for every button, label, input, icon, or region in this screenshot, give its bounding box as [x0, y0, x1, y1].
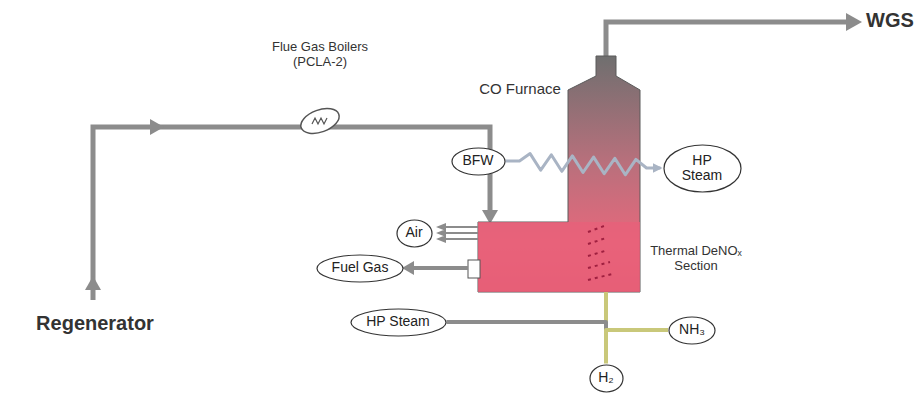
- air-lines: [442, 227, 478, 239]
- boiler-coil: [312, 118, 327, 124]
- section-label: Thermal DeNOₓ Section: [648, 244, 744, 274]
- burner: [468, 260, 480, 278]
- flow-arrow: [846, 13, 862, 31]
- stream-connector: [506, 154, 661, 175]
- stream-name: H₂: [598, 370, 614, 385]
- flow-arrow: [85, 276, 101, 290]
- stream-ellipse: HP Steam: [350, 308, 447, 337]
- flue-gas-line: [93, 127, 490, 300]
- equipment-label: Flue Gas Boilers (PCLA-2): [262, 40, 378, 70]
- stream-connector: [606, 330, 668, 364]
- stream-ellipse: HP Steam: [663, 144, 742, 193]
- flow-arrow: [436, 223, 446, 243]
- equipment-label: CO Furnace: [470, 80, 570, 97]
- outlet-line: [606, 22, 848, 56]
- stream-name: Air: [405, 225, 422, 240]
- stream-name: HP Steam: [677, 153, 727, 184]
- stream-ellipse: Air: [396, 219, 433, 248]
- stream-label: WGS: [866, 9, 914, 32]
- fuel-gas-line: [410, 266, 468, 270]
- stream-name: BFW: [462, 153, 493, 168]
- stream-ellipse: H₂: [589, 364, 624, 393]
- denox-hatching: [588, 226, 612, 280]
- flow-arrow: [402, 261, 414, 275]
- stream-name: NH₃: [679, 322, 705, 337]
- stream-ellipse: Fuel Gas: [316, 254, 404, 283]
- stream-label: Regenerator: [30, 312, 160, 335]
- boiler-symbol: [297, 104, 342, 138]
- furnace-firebox: [478, 222, 640, 292]
- stream-name: Fuel Gas: [332, 260, 389, 275]
- stream-ellipse: NH₃: [668, 316, 716, 345]
- stream-ellipse: BFW: [451, 147, 506, 176]
- flow-arrow: [150, 119, 164, 135]
- stream-name: HP Steam: [366, 314, 430, 329]
